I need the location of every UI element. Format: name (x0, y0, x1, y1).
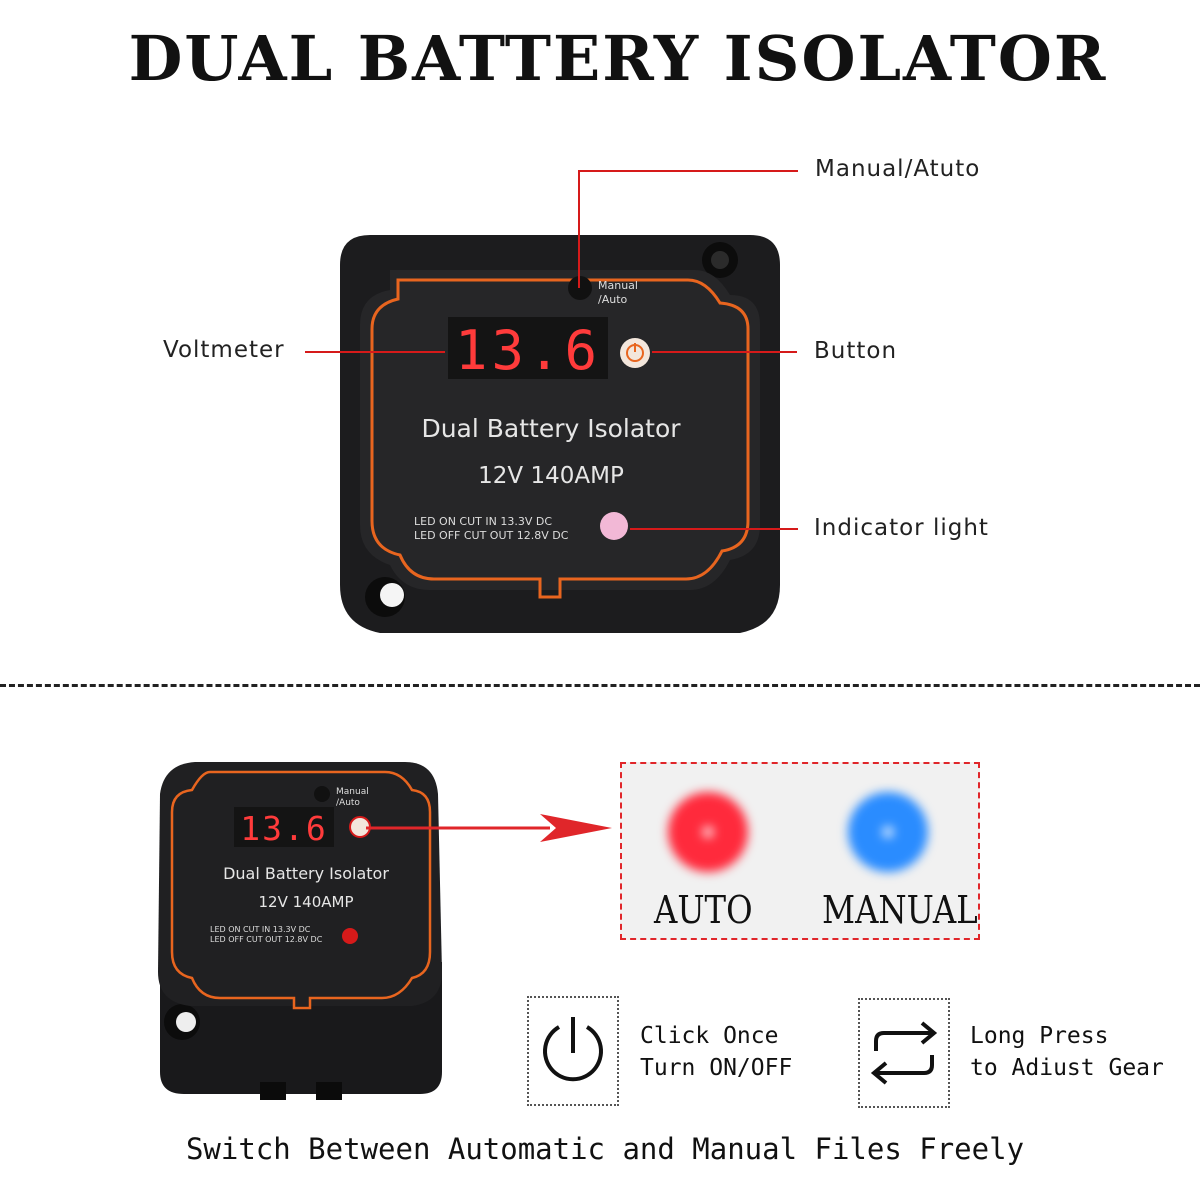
device-rating: 12V 140AMP (478, 463, 624, 489)
device-name: Dual Battery Isolator (421, 414, 681, 443)
small-switch-label-1: Manual (336, 787, 369, 797)
leader-line-voltmeter (305, 351, 445, 353)
isolator-device-small: Manual /Auto 13.6 Dual Battery Isolator … (158, 762, 442, 1100)
leader-line-manual-h (578, 170, 798, 172)
manual-auto-switch[interactable] (568, 276, 592, 300)
manual-light-icon (848, 792, 928, 872)
led-spec-line-1: LED ON CUT IN 13.3V DC (414, 515, 552, 528)
small-device-rating: 12V 140AMP (259, 893, 354, 911)
power-button[interactable] (620, 338, 650, 368)
small-switch-label-2: /Auto (336, 798, 360, 808)
instruction-click-line-1: Click Once (640, 1023, 779, 1049)
mode-label-auto: AUTO (654, 888, 753, 932)
instruction-click-line-2: Turn ON/OFF (640, 1055, 793, 1081)
isolator-device-large: Manual /Auto 13.6 Dual Battery Isolator … (340, 235, 780, 633)
auto-light-icon (668, 792, 748, 872)
callout-voltmeter: Voltmeter (163, 337, 285, 363)
callout-indicator: Indicator light (814, 515, 989, 541)
power-icon-box (527, 996, 619, 1106)
switch-label-1: Manual (598, 279, 638, 292)
indicator-light (600, 512, 628, 540)
mode-panel: AUTO MANUAL (620, 762, 980, 940)
switch-label-2: /Auto (598, 293, 628, 306)
callout-manual-auto: Manual/Atuto (815, 156, 981, 182)
voltmeter-reading: 13.6 (455, 319, 601, 382)
small-led-line-1: LED ON CUT IN 13.3V DC (210, 925, 311, 934)
leader-line-manual (578, 170, 580, 288)
leader-line-button (652, 351, 797, 353)
repeat-icon (870, 1021, 938, 1085)
power-icon (543, 1017, 603, 1082)
arrow-icon (366, 814, 612, 842)
small-led-line-2: LED OFF CUT OUT 12.8V DC (210, 935, 323, 944)
page-title: DUAL BATTERY ISOLATOR (128, 22, 1108, 95)
repeat-icon-box (858, 998, 950, 1108)
small-voltmeter-reading: 13.6 (240, 809, 327, 848)
leader-line-indicator (630, 528, 798, 530)
led-spec-line-2: LED OFF CUT OUT 12.8V DC (414, 529, 569, 542)
instruction-press-line-2: to Adiust Gear (970, 1055, 1164, 1081)
section-divider (0, 684, 1200, 687)
voltmeter-display (448, 317, 608, 379)
mode-label-manual: MANUAL (822, 888, 978, 932)
callout-button: Button (814, 338, 898, 364)
small-device-name: Dual Battery Isolator (223, 864, 389, 883)
footer-caption: Switch Between Automatic and Manual File… (185, 1132, 1025, 1166)
instruction-press-line-1: Long Press (970, 1023, 1109, 1049)
